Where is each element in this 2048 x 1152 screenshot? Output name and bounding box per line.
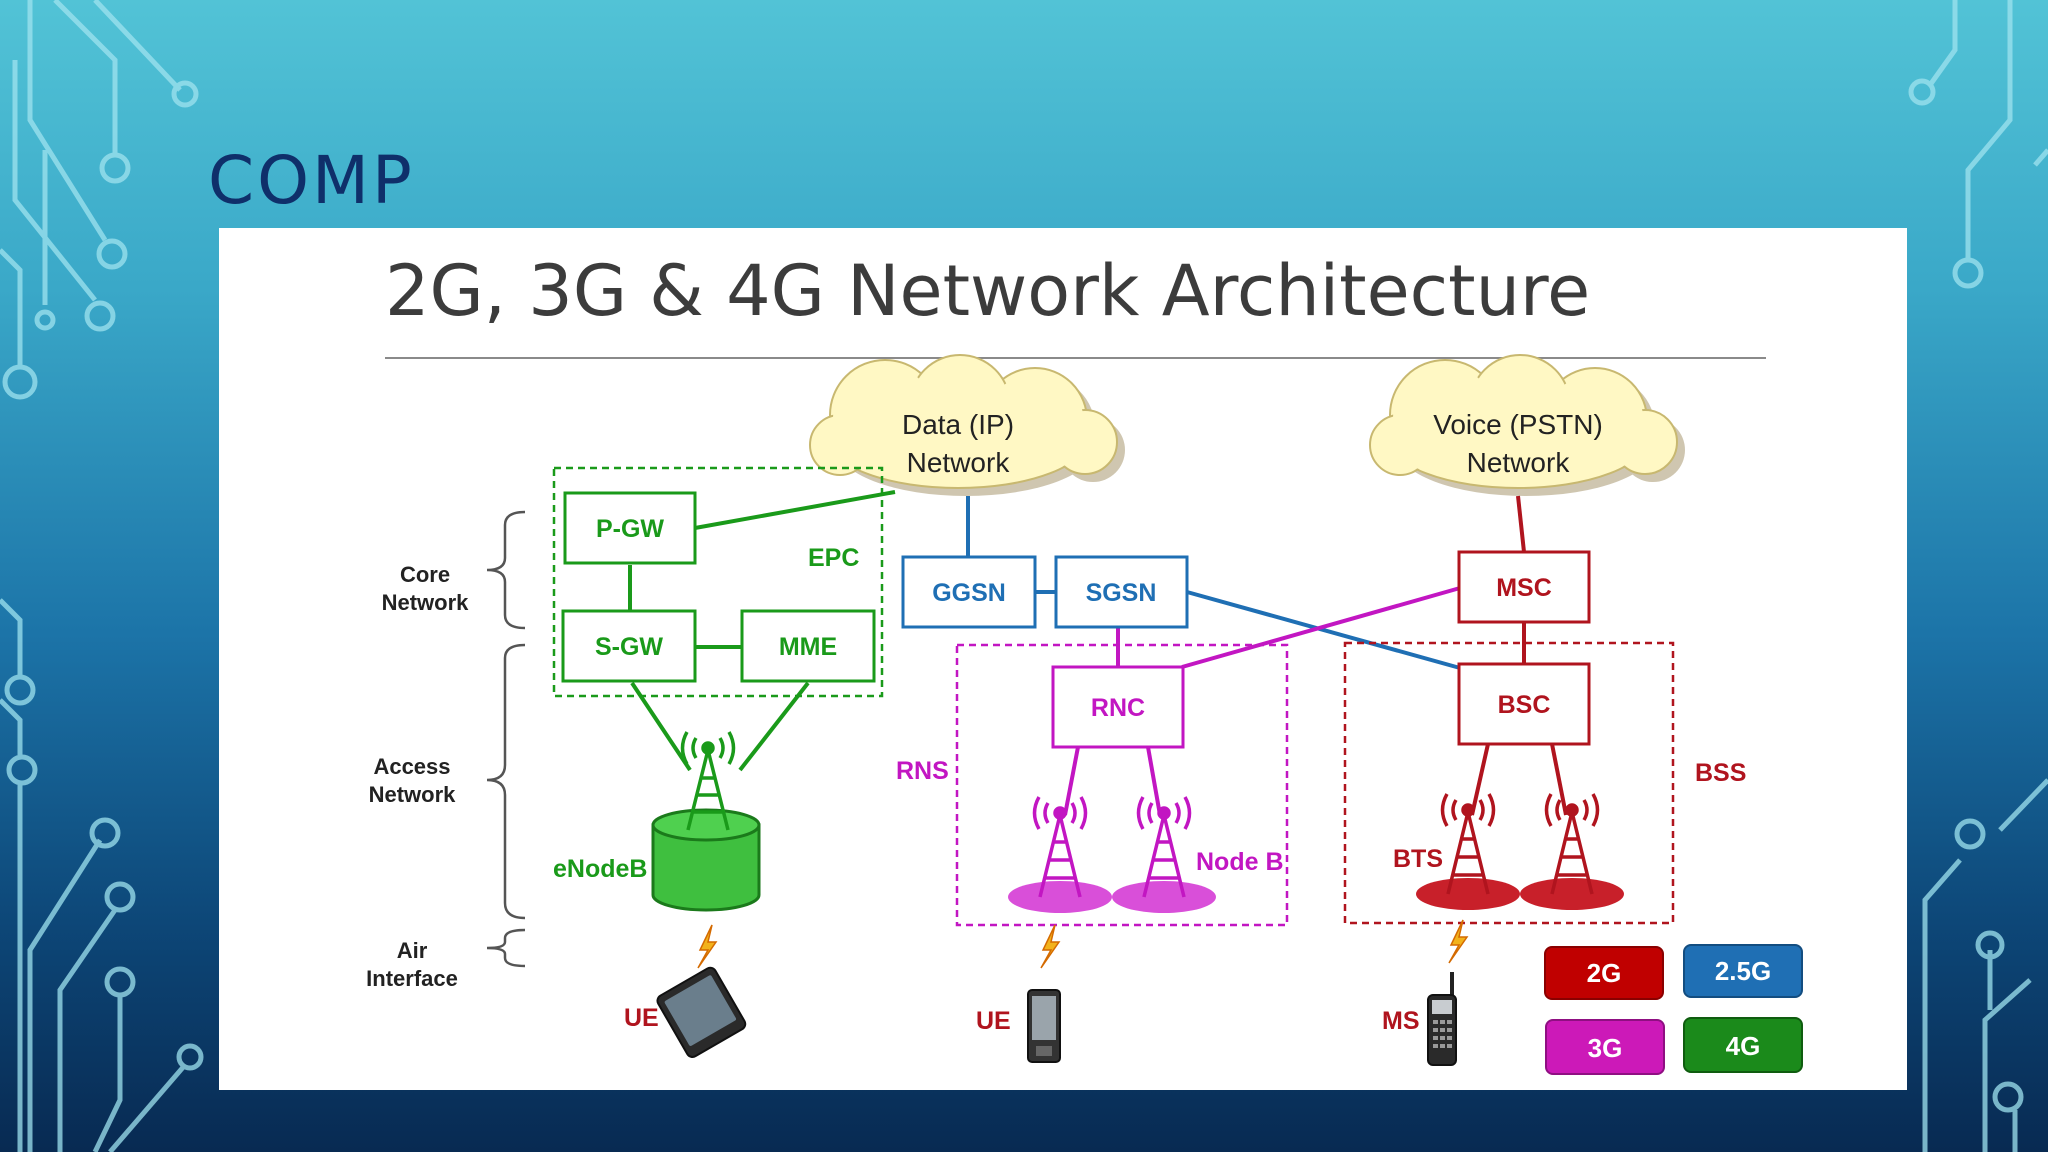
smartphone-icon [656, 966, 747, 1058]
svg-text:S-GW: S-GW [595, 633, 663, 661]
pgw-node: P-GW [563, 491, 697, 565]
mme-node: MME [740, 609, 876, 683]
enodeb-label: eNodeB [553, 855, 647, 883]
feature-phone-icon [1427, 972, 1457, 1066]
rns-label: RNS [896, 757, 949, 785]
nodeb-tower-icon [1136, 796, 1192, 898]
mobile-phone-icon [1027, 989, 1061, 1063]
svg-text:Data (IP)Network: Data (IP)Network [902, 409, 1014, 478]
lightning-icon [1040, 924, 1061, 969]
bts-station-left [1416, 793, 1520, 910]
svg-text:3G: 3G [1588, 1033, 1623, 1063]
bsc-node: BSC [1457, 662, 1591, 746]
enodeb-tower-icon [680, 731, 736, 831]
svg-text:P-GW: P-GW [596, 515, 664, 543]
layer-braces [486, 510, 526, 968]
nodeb-tower-icon [1032, 796, 1088, 898]
legend-2-5g: 2.5G [1683, 944, 1803, 998]
bts-tower-icon [1544, 793, 1600, 895]
slide-title: COMP [208, 142, 415, 219]
svg-text:BSC: BSC [1498, 691, 1551, 719]
bss-region [1343, 641, 1675, 925]
svg-text:2G: 2G [1587, 958, 1622, 988]
nodeb-label: Node B [1196, 848, 1284, 876]
generation-legend: 2G 2.5G 3G 4G [1544, 944, 1803, 1075]
sgw-node: S-GW [561, 609, 697, 683]
epc-label: EPC [808, 544, 859, 572]
voice-pstn-network-cloud: Voice (PSTN)Network [1369, 354, 1685, 496]
svg-text:MSC: MSC [1496, 574, 1552, 602]
svg-text:2.5G: 2.5G [1715, 956, 1771, 986]
lightning-icon [1448, 919, 1469, 964]
epc-region [552, 466, 884, 698]
rnc-node: RNC [1051, 665, 1185, 749]
nodeb-station-right [1112, 796, 1216, 913]
nodeb-station-left [1008, 796, 1112, 913]
diagram-title: 2G, 3G & 4G Network Architecture [385, 250, 1591, 332]
msc-node: MSC [1457, 550, 1591, 624]
svg-text:GGSN: GGSN [932, 579, 1006, 607]
rns-region [955, 643, 1289, 927]
ggsn-node: GGSN [901, 555, 1037, 629]
legend-2g: 2G [1544, 946, 1664, 1000]
legend-4g: 4G [1683, 1017, 1803, 1073]
sgsn-node: SGSN [1054, 555, 1189, 629]
ms-label: MS [1382, 1007, 1420, 1035]
svg-text:MME: MME [779, 633, 837, 661]
data-ip-network-cloud: Data (IP)Network [809, 354, 1125, 496]
bss-label: BSS [1695, 759, 1746, 787]
svg-text:RNC: RNC [1091, 694, 1145, 722]
svg-text:4G: 4G [1726, 1031, 1761, 1061]
ue-4g-label: UE [624, 1004, 659, 1032]
connections [628, 490, 1568, 816]
svg-text:SGSN: SGSN [1086, 579, 1157, 607]
legend-3g: 3G [1545, 1019, 1665, 1075]
enodeb-station [651, 731, 761, 912]
bts-tower-icon [1440, 793, 1496, 895]
bts-label: BTS [1393, 845, 1443, 873]
svg-text:Voice (PSTN)Network: Voice (PSTN)Network [1433, 409, 1603, 478]
bts-station-right [1520, 793, 1624, 910]
ue-3g-label: UE [976, 1007, 1011, 1035]
lightning-icon [697, 924, 718, 969]
